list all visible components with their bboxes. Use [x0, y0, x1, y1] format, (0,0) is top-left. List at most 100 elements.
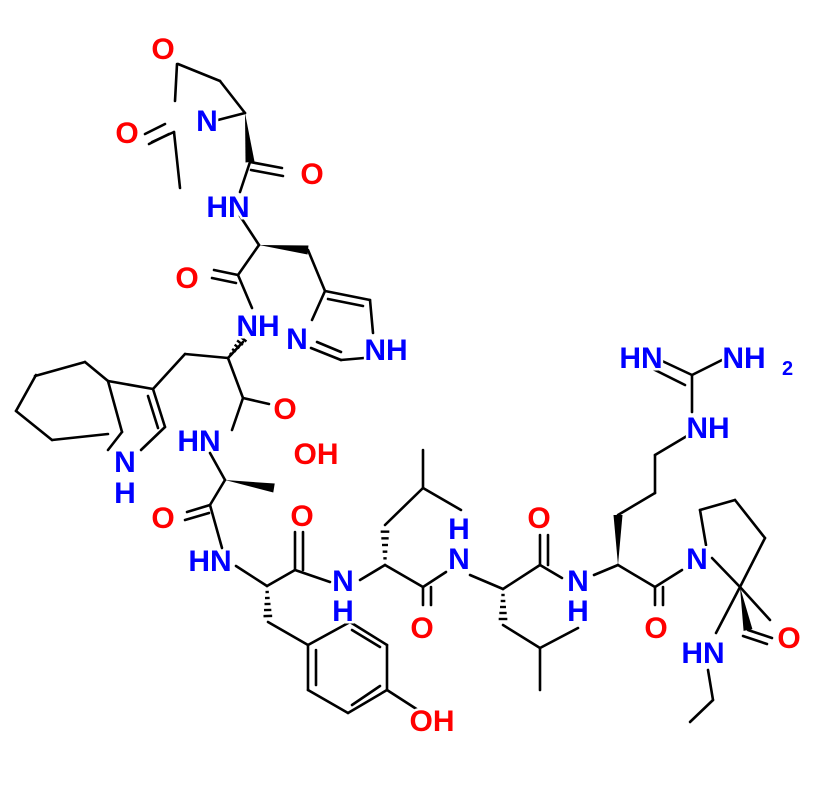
- atom-label-n-pro: N: [686, 543, 708, 576]
- bond-line: [653, 568, 684, 589]
- bond-line: [208, 503, 224, 550]
- bond-line: [293, 568, 332, 584]
- atom-label-h-leu: H: [448, 513, 470, 546]
- atom-label-o-pyro: O: [151, 33, 174, 66]
- bond-line: [265, 568, 297, 588]
- hash-bond-segment: [231, 347, 237, 353]
- bond-line: [306, 248, 327, 293]
- atom-label-o-trp: O: [273, 393, 296, 426]
- atom-label-o-arg: O: [644, 612, 667, 645]
- wedge-bond: [740, 587, 753, 631]
- atom-label-o-his: O: [175, 262, 198, 295]
- bond-line: [183, 352, 230, 360]
- bond-line: [738, 585, 772, 622]
- atom-label-hn-tyr: HN: [188, 545, 231, 578]
- bond-line: [266, 620, 310, 647]
- bond-line: [348, 620, 389, 647]
- bond-line: [326, 297, 365, 308]
- atom-label-hn-guan: HN: [619, 342, 662, 375]
- bond-line: [208, 451, 227, 482]
- bond-line: [238, 214, 261, 247]
- bond-line: [706, 668, 715, 702]
- bond-line: [212, 268, 240, 277]
- bond-line: [501, 563, 542, 591]
- bond-line: [309, 346, 343, 362]
- atom-label-n-dleu: N: [332, 565, 354, 598]
- atom-label-n-imid: N: [286, 323, 308, 356]
- bond-line: [310, 289, 327, 322]
- bond-line: [218, 79, 247, 115]
- bond-line: [249, 168, 285, 178]
- bond-line: [238, 160, 252, 194]
- atom-label-o-tyr: O: [290, 500, 313, 533]
- atom-label-nh2-sub: 2: [782, 358, 793, 380]
- bond-line: [183, 511, 211, 522]
- bond-line: [339, 356, 366, 362]
- bond-line: [323, 289, 372, 302]
- bond-line: [383, 563, 425, 589]
- bond-line: [143, 122, 167, 136]
- bond-line: [315, 340, 343, 354]
- atom-label-hn-ser: HN: [177, 425, 220, 458]
- bond-line: [733, 498, 767, 540]
- bond-line: [236, 243, 261, 277]
- hash-bond-segment: [233, 343, 241, 350]
- atom-label-nh-trp: NH: [236, 310, 279, 343]
- wedge-bond: [245, 113, 255, 163]
- atom-label-oh-tyr: OH: [410, 705, 455, 738]
- bond-line: [173, 62, 179, 103]
- bond-line: [698, 498, 737, 512]
- bond-line: [501, 623, 542, 650]
- bond-line: [172, 130, 182, 190]
- bond-line: [746, 628, 774, 640]
- bond-line: [714, 585, 742, 635]
- atom-label-h-arg: H: [567, 595, 589, 628]
- bond-line: [592, 563, 620, 577]
- atom-label-o-leu: O: [527, 502, 550, 535]
- bond-line: [236, 273, 254, 310]
- hash-bond-segment: [238, 335, 248, 343]
- bond-line: [50, 432, 110, 442]
- atom-label-nh-guan: NH: [686, 412, 729, 445]
- bond-line: [421, 570, 448, 589]
- bond-line: [616, 491, 657, 517]
- atom-label-n-pyro: N: [196, 105, 218, 138]
- bond-line: [241, 396, 271, 406]
- bond-line: [106, 379, 155, 391]
- bond-line: [212, 111, 247, 123]
- bond-line: [653, 431, 694, 457]
- atom-label-nh2-guan: NH: [722, 342, 765, 375]
- bond-line: [538, 626, 580, 650]
- bond-line: [385, 688, 420, 712]
- bond-line: [421, 486, 463, 512]
- hash-bond-segment: [228, 352, 234, 357]
- bond-line: [185, 503, 212, 514]
- atom-label-o-pro: O: [777, 622, 800, 655]
- atom-label-o-pyro-amide: O: [300, 158, 323, 191]
- bond-line: [383, 486, 425, 527]
- bond-line: [350, 628, 382, 649]
- bond-line: [151, 352, 187, 391]
- bond-line: [210, 276, 238, 285]
- wedge-bond: [259, 245, 309, 255]
- bond-line: [538, 563, 564, 580]
- bond-line: [83, 360, 110, 383]
- atom-label-n-arg: N: [567, 565, 589, 598]
- wedge-bond-layer: [225, 113, 753, 631]
- bond-line: [710, 556, 742, 589]
- bond-line: [176, 62, 222, 83]
- bond-line: [147, 132, 171, 146]
- bond-line: [230, 396, 245, 432]
- bond-line: [306, 688, 350, 715]
- bond-line: [234, 564, 269, 588]
- bond-line: [14, 373, 38, 413]
- bond-line: [106, 379, 124, 434]
- bond-line: [738, 536, 767, 589]
- bond-line: [658, 358, 694, 377]
- bond-line: [306, 620, 352, 647]
- atom-label-nh-imid: NH: [364, 334, 407, 367]
- hash-bond-segment: [236, 339, 244, 346]
- bond-line: [653, 368, 687, 387]
